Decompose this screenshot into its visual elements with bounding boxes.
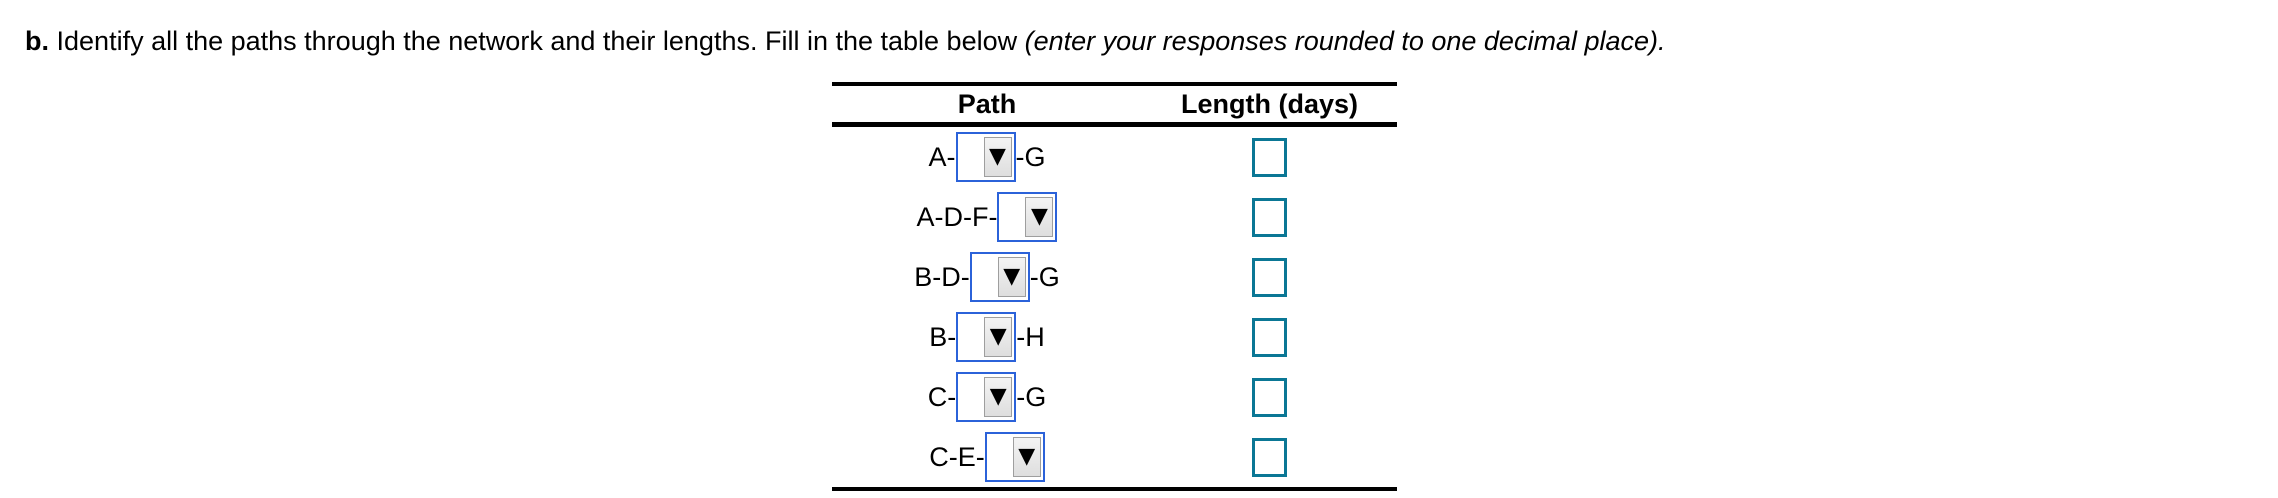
length-input[interactable] bbox=[1252, 197, 1287, 237]
path-cell: A- ▼ -G bbox=[832, 132, 1142, 182]
table-top-rule bbox=[832, 82, 1397, 86]
dropdown-button: ▼ bbox=[984, 377, 1013, 417]
column-header-length: Length (days) bbox=[1180, 88, 1358, 119]
length-cell bbox=[1142, 137, 1397, 177]
path-node-select[interactable]: ▼ bbox=[984, 432, 1045, 482]
table-row: C- ▼ -G bbox=[832, 367, 1397, 427]
question-body: Identify all the paths through the netwo… bbox=[56, 26, 1018, 56]
dropdown-arrow-icon: ▼ bbox=[989, 384, 1007, 409]
table-row: B- ▼ -H bbox=[832, 307, 1397, 367]
length-input[interactable] bbox=[1252, 377, 1287, 417]
path-suffix-label: -H bbox=[1016, 321, 1045, 352]
table-row: C-E- ▼ bbox=[832, 427, 1397, 487]
dropdown-button: ▼ bbox=[983, 137, 1012, 177]
length-cell bbox=[1142, 377, 1397, 417]
table-row: B-D- ▼ -G bbox=[832, 247, 1397, 307]
dropdown-button: ▼ bbox=[1025, 197, 1054, 237]
path-prefix-label: B- bbox=[929, 321, 957, 352]
column-header-path: Path bbox=[957, 88, 1017, 119]
dropdown-button: ▼ bbox=[997, 257, 1026, 297]
length-input[interactable] bbox=[1252, 137, 1287, 177]
path-suffix-label: -G bbox=[1016, 381, 1047, 412]
path-prefix-label: A-D-F- bbox=[916, 201, 998, 232]
path-suffix-label: -G bbox=[1015, 141, 1046, 172]
path-node-select[interactable]: ▼ bbox=[969, 252, 1030, 302]
table-header-rule bbox=[832, 122, 1397, 127]
dropdown-button: ▼ bbox=[1012, 437, 1041, 477]
path-prefix-label: C- bbox=[927, 381, 957, 412]
path-cell: A-D-F- ▼ bbox=[832, 192, 1142, 242]
path-prefix-label: C-E- bbox=[929, 441, 985, 472]
table-row: A-D-F- ▼ bbox=[832, 187, 1397, 247]
question-italic-note: (enter your responses rounded to one dec… bbox=[1024, 26, 1666, 56]
length-cell bbox=[1142, 197, 1397, 237]
path-node-select[interactable]: ▼ bbox=[997, 192, 1058, 242]
dropdown-arrow-icon: ▼ bbox=[989, 144, 1006, 169]
dropdown-arrow-icon: ▼ bbox=[1018, 444, 1036, 469]
table-bottom-rule bbox=[832, 487, 1397, 491]
length-input[interactable] bbox=[1252, 317, 1287, 357]
path-suffix-label: -G bbox=[1029, 261, 1060, 292]
path-prefix-label: B-D- bbox=[914, 261, 970, 292]
length-cell bbox=[1142, 437, 1397, 477]
dropdown-arrow-icon: ▼ bbox=[1031, 204, 1048, 229]
question-text: b. Identify all the paths through the ne… bbox=[25, 24, 1666, 58]
path-cell: C- ▼ -G bbox=[832, 372, 1142, 422]
path-cell: C-E- ▼ bbox=[832, 432, 1142, 482]
length-cell bbox=[1142, 317, 1397, 357]
table-header-row: Path Length (days) bbox=[832, 86, 1397, 122]
dropdown-button: ▼ bbox=[984, 317, 1013, 357]
path-node-select[interactable]: ▼ bbox=[956, 312, 1017, 362]
path-node-select[interactable]: ▼ bbox=[956, 372, 1017, 422]
paths-table: Path Length (days) A- ▼ -G A-D-F- ▼ bbox=[832, 82, 1397, 491]
path-cell: B- ▼ -H bbox=[832, 312, 1142, 362]
table-row: A- ▼ -G bbox=[832, 127, 1397, 187]
length-input[interactable] bbox=[1252, 437, 1287, 477]
dropdown-arrow-icon: ▼ bbox=[989, 324, 1007, 349]
path-cell: B-D- ▼ -G bbox=[832, 252, 1142, 302]
path-prefix-label: A- bbox=[928, 141, 956, 172]
length-input[interactable] bbox=[1252, 257, 1287, 297]
dropdown-arrow-icon: ▼ bbox=[1003, 264, 1021, 289]
question-part-label: b. bbox=[25, 26, 49, 56]
length-cell bbox=[1142, 257, 1397, 297]
path-node-select[interactable]: ▼ bbox=[955, 132, 1016, 182]
